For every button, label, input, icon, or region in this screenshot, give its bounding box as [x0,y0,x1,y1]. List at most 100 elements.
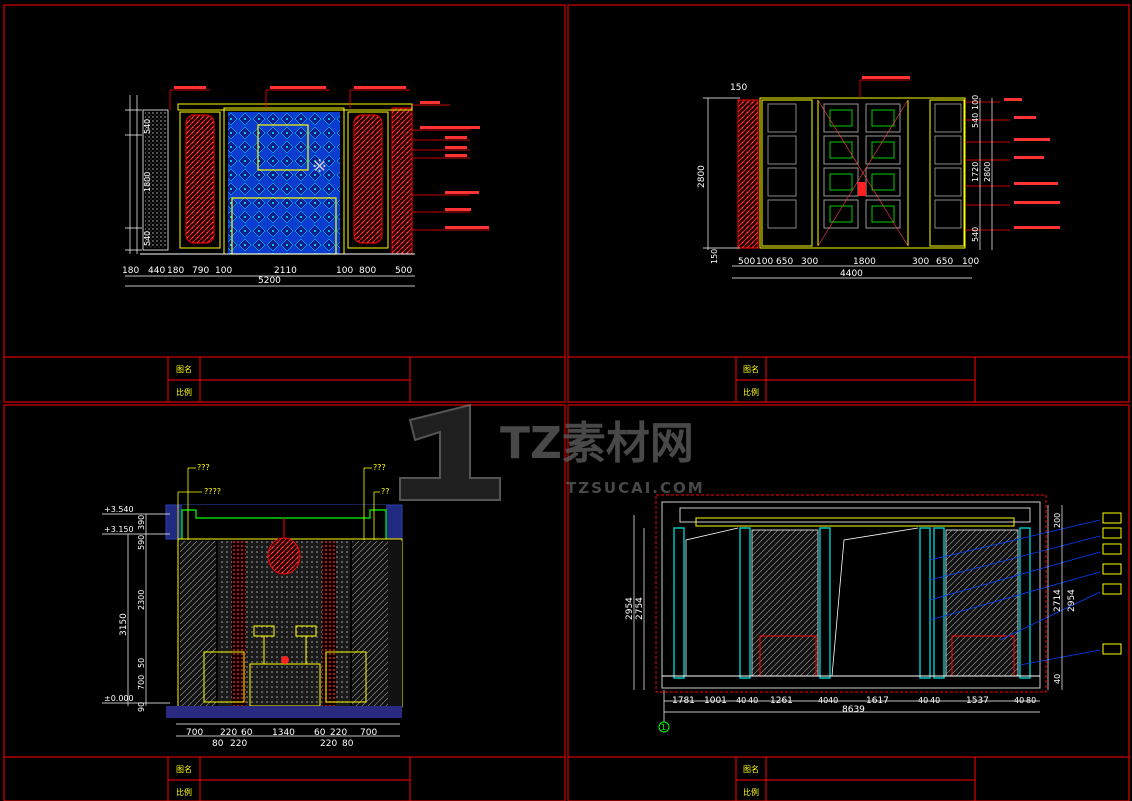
br-dim-right-3: 40 [1053,674,1062,684]
br-dim-right-2: 2954 [1067,589,1077,612]
title-block-bottom-right [568,756,1129,801]
tr-dim-bottom-1: 100 [756,257,773,267]
br-dim-bottom-9: 40 [930,696,940,705]
frame-bottom-right [567,404,1130,801]
frame-top-left [3,4,566,403]
bl-dim-bottom-r1-5: 220 [330,728,347,738]
axis-marker-label: 1 [661,723,666,732]
elevation-bottom-left: ??? ??? ???? ?? +3.540 +3.150 ±0.000 315… [102,463,403,749]
title-block-tr-label-2: 比例 [743,387,759,397]
tl-dim-bottom-5: 2110 [274,266,297,276]
br-dim-bottom-11: 40 [1014,696,1024,705]
elevation-top-left: ※ [122,86,490,287]
title-block-tl-label-1: 图名 [176,364,192,374]
bl-dim-bottom-r1-1: 220 [220,728,237,738]
tr-dim-right-0: 100 [971,95,980,110]
br-dim-bottom-10: 1537 [966,696,989,706]
bl-dim-bottom-r1-3: 1340 [272,728,295,738]
br-dim-bottom-2: 40 [736,696,746,705]
svg-text:※: ※ [312,156,327,177]
tl-dim-bottom-8: 500 [395,266,412,276]
elevation-top-right: 150 2800 150 100 540 1720 2800 540 500 1… [697,76,1060,279]
tr-dim-right-1: 540 [971,113,980,128]
tl-dim-total: 5200 [258,276,281,286]
title-block-tl-label-2: 比例 [176,387,192,397]
watermark-logo [399,403,501,501]
br-dim-left-0: 2954 [625,597,635,620]
watermark-url: TZSUCAI.COM [566,479,705,497]
br-dim-bottom-5: 40 [818,696,828,705]
elevation-bottom-right: 2954 2754 200 2714 2954 40 1781 1001 40 … [625,494,1122,733]
tr-dim-bottom-6: 650 [936,257,953,267]
bl-dim-bottom-r1-6: 700 [360,728,377,738]
tl-dim-bottom-3: 790 [192,266,209,276]
tl-dim-left-2: 540 [143,231,152,246]
br-dim-left-1: 2754 [635,597,645,620]
bl-dim-bottom-r2-1: 220 [230,739,247,749]
tr-dim-bottom-2: 650 [776,257,793,267]
title-block-top-left [4,356,565,402]
frame-bottom-left [3,404,566,801]
title-block-bottom-left [4,756,565,801]
br-dim-bottom-6: 40 [828,696,838,705]
tl-dim-bottom-7: 800 [359,266,376,276]
tr-dim-bottom-5: 300 [912,257,929,267]
bl-dim-left-inner-4: 700 [137,675,146,690]
br-dim-bottom-8: 40 [918,696,928,705]
br-dim-bottom-0: 1781 [672,696,695,706]
tr-dim-bottom-0: 500 [738,257,755,267]
title-block-br-label-1: 图名 [743,764,759,774]
tl-dim-bottom-2: 180 [167,266,184,276]
tr-dim-right-4: 540 [971,227,980,242]
bl-dim-bottom-r1-2: 60 [241,728,253,738]
tr-dim-bottom-3: 300 [801,257,818,267]
tl-dim-left-0: 540 [143,119,152,134]
watermark-brand: TZ素材网 [500,418,694,469]
tr-dim-total: 4400 [840,269,863,279]
frame-top-right [567,4,1130,403]
bl-top-label-3: ?? [381,487,390,496]
tr-dim-left-total: 2800 [697,165,707,188]
bl-dim-bottom-r2-0: 80 [212,739,224,749]
bl-top-label-2: ???? [204,487,221,496]
tr-dim-bottom-4: 1800 [853,257,876,267]
axis-marker [658,721,670,733]
bl-dim-bottom-r1-4: 60 [314,728,326,738]
bl-level-1: +3.150 [104,525,134,534]
bl-level-2: ±0.000 [104,694,134,703]
tl-dim-bottom-4: 100 [215,266,232,276]
br-dim-bottom-12: 80 [1026,696,1036,705]
bl-dim-bottom-r1-0: 700 [186,728,203,738]
bl-dim-bottom-r2-3: 80 [342,739,354,749]
br-dim-bottom-4: 1261 [770,696,793,706]
title-block-bl-label-2: 比例 [176,787,192,797]
bl-top-label-0: ??? [197,463,210,472]
tr-dim-top: 150 [730,83,747,93]
bl-dim-left-outer: 3150 [119,613,129,636]
title-block-top-right [568,356,1129,402]
bl-dim-left-inner-1: 590 [137,535,146,550]
bl-top-label-1: ??? [373,463,386,472]
tl-dim-left-1: 1800 [143,172,152,192]
tr-dim-right-3: 2800 [983,162,992,182]
tl-dim-bottom-6: 100 [336,266,353,276]
title-block-br-label-2: 比例 [743,787,759,797]
br-dim-right-1: 2714 [1053,589,1063,612]
br-dim-bottom-7: 1617 [866,696,889,706]
bl-dim-bottom-r2-2: 220 [320,739,337,749]
br-dim-bottom-3: 40 [748,696,758,705]
title-block-tr-label-1: 图名 [743,364,759,374]
tl-dim-bottom-0: 180 [122,266,139,276]
tl-dim-bottom-1: 440 [148,266,165,276]
bl-level-0: +3.540 [104,505,134,514]
br-dim-total: 8639 [842,705,865,715]
bl-dim-left-inner-3: 50 [137,658,146,668]
bl-dim-left-inner-2: 2300 [137,590,146,610]
title-block-bl-label-1: 图名 [176,764,192,774]
bl-dim-left-inner-5: 90 [137,702,146,712]
tr-dim-right-2: 1720 [971,162,980,182]
br-dim-bottom-1: 1001 [704,696,727,706]
br-dim-right-0: 200 [1053,513,1062,528]
bl-dim-left-inner-0: 390 [137,515,146,530]
